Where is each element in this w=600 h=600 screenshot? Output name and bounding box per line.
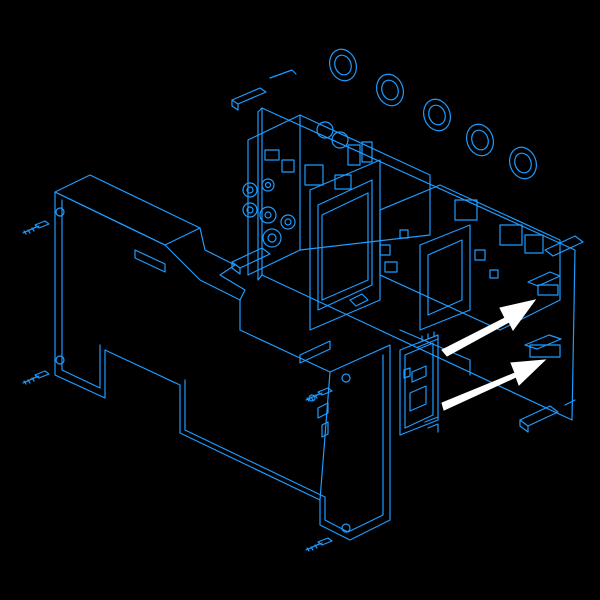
front-enclosure (54, 174, 391, 541)
gasket-rings (329, 48, 537, 180)
mounting-screws (22, 220, 333, 552)
insertion-arrows (441, 299, 547, 411)
daughter-board-module (399, 331, 439, 436)
circuit-board-assembly (231, 69, 584, 433)
